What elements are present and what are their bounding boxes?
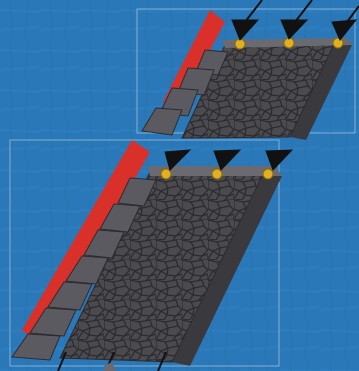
peg-icon xyxy=(212,169,222,179)
peg-icon xyxy=(263,169,273,179)
peg-icon xyxy=(333,38,343,48)
peg-icon xyxy=(161,169,171,179)
